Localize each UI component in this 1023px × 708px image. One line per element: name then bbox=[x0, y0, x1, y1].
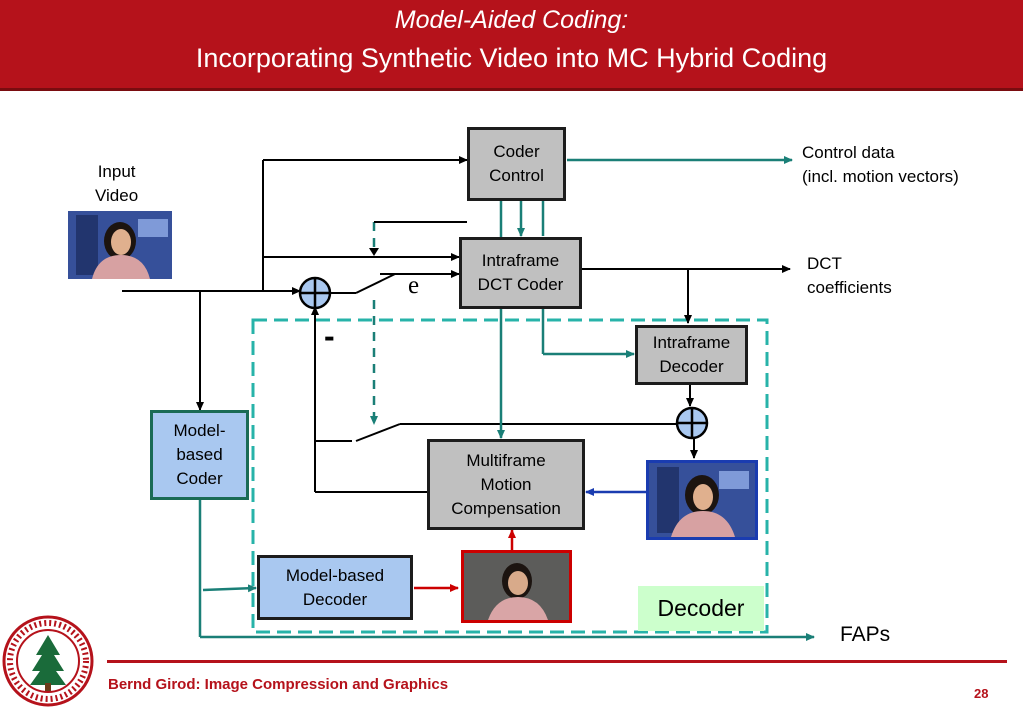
dct-coefficients-label: DCT coefficients bbox=[807, 254, 892, 297]
control-arrowhead-switch1 bbox=[369, 248, 379, 256]
multiframe-motion-compensation-block: Multiframe Motion Compensation bbox=[427, 439, 585, 530]
synthetic-anchorwoman-image bbox=[464, 553, 569, 620]
faps-to-model-decoder bbox=[202, 584, 257, 593]
intraframe-dct-coder-block: Intraframe DCT Coder bbox=[459, 237, 582, 309]
mc-switch bbox=[355, 423, 401, 442]
title-divider bbox=[0, 88, 1023, 91]
anchorwoman-image bbox=[68, 211, 172, 279]
university-seal-icon bbox=[2, 615, 94, 707]
decoder-region-label: Decoder bbox=[638, 586, 764, 631]
footer-divider bbox=[107, 660, 1007, 663]
decoder-region-boundary bbox=[251, 318, 769, 634]
model-based-decoder-block: Model-based Decoder bbox=[257, 555, 413, 620]
faps-label: FAPs bbox=[840, 623, 891, 646]
intraframe-decoder-block: Intraframe Decoder bbox=[635, 325, 748, 385]
footer-author: Bernd Girod: Image Compression and Graph… bbox=[108, 676, 449, 693]
control-data-label: Control data (incl. motion vectors) bbox=[802, 143, 959, 186]
synthetic-frame-thumbnail bbox=[461, 550, 572, 623]
reconstructed-anchorwoman-image bbox=[649, 463, 755, 537]
subtraction-adder bbox=[298, 276, 332, 310]
reconstruction-adder bbox=[675, 406, 709, 440]
input-video-label: Input Video bbox=[95, 162, 139, 205]
input-video-thumbnail bbox=[68, 211, 172, 279]
slide-title: Model-Aided Coding: bbox=[394, 6, 629, 34]
minus-sign: - bbox=[324, 318, 335, 354]
error-switch bbox=[355, 273, 396, 294]
slide-subtitle: Incorporating Synthetic Video into MC Hy… bbox=[195, 43, 828, 73]
model-based-coder-block: Model- based Coder bbox=[150, 410, 249, 500]
reconstructed-frame-thumbnail bbox=[646, 460, 758, 540]
title-banner bbox=[0, 0, 1023, 88]
page-number: 28 bbox=[974, 686, 989, 701]
coder-control-block: Coder Control bbox=[467, 127, 566, 201]
error-signal-label: e bbox=[408, 272, 420, 299]
